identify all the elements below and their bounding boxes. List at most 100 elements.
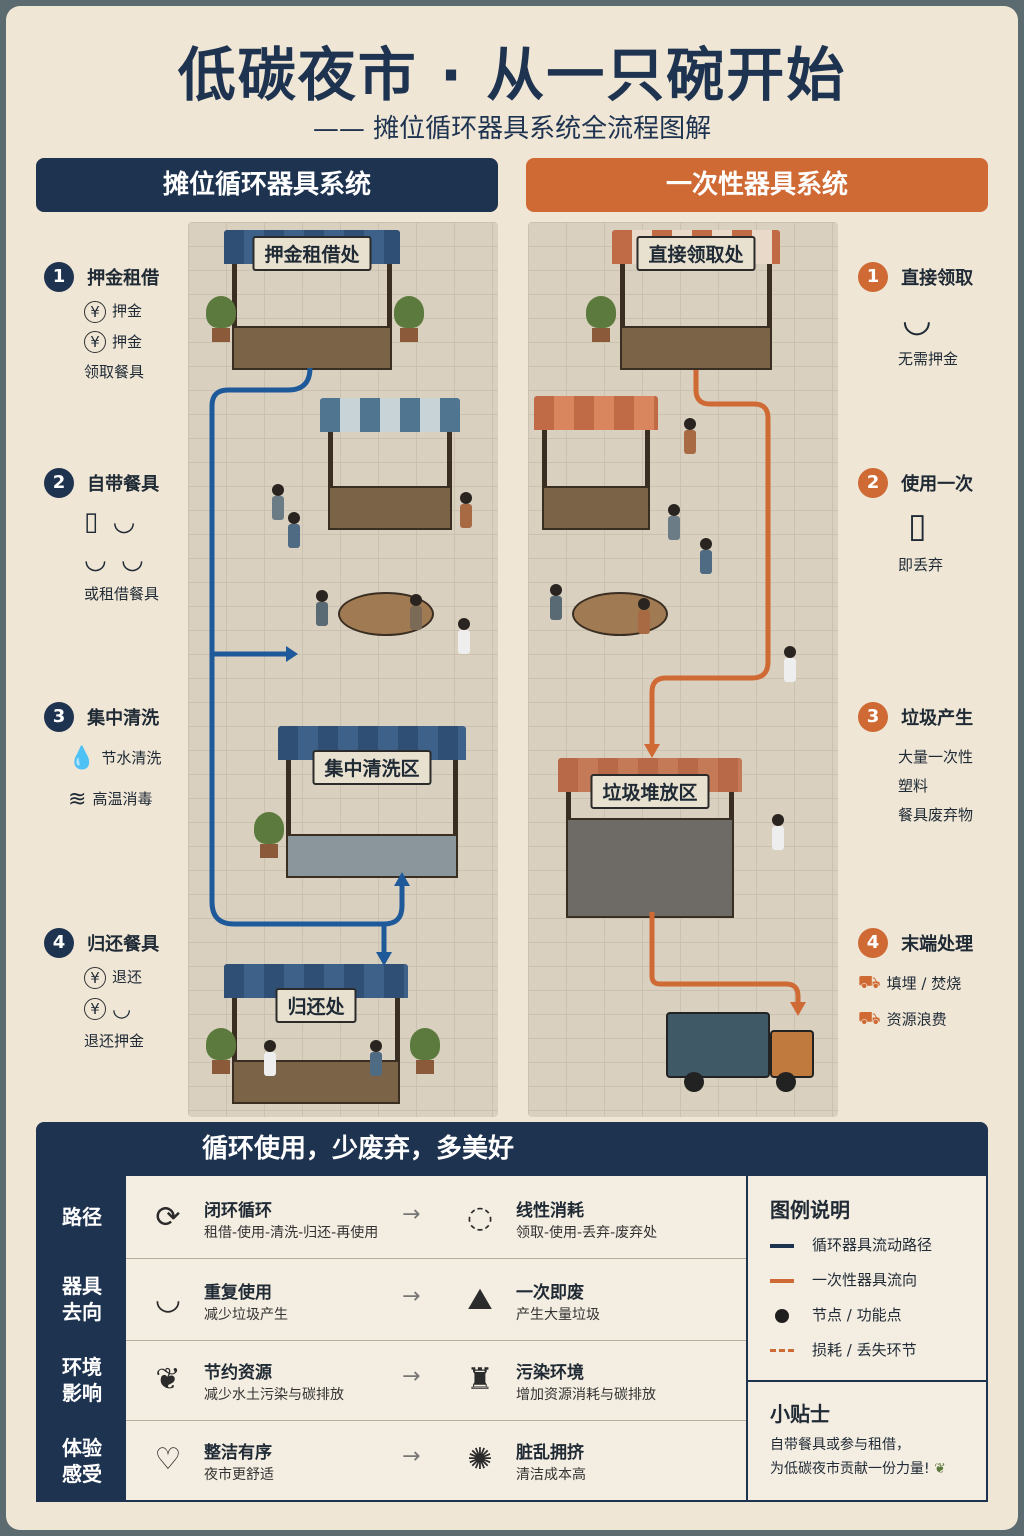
dashed-line-swatch [770,1349,794,1352]
person [316,590,328,626]
navy-line-swatch [770,1243,794,1248]
right-step-1: 1 直接领取 ◡ 无需押金 [858,262,973,369]
step-title: 直接领取 [901,268,974,289]
step-number: 1 [858,262,888,292]
step-line: 资源浪费 [886,1010,947,1029]
step-line: 节水清洗 [101,749,162,767]
node-dot-icon [775,1308,789,1323]
right-panel-header: 一次性器具系统 [526,158,988,212]
left-step-2: 2 自带餐具 ▯ ◡ ◡ ◡ 或租借餐具 [44,468,159,604]
page-title: 低碳夜市 · 从一只碗开始 [177,41,847,109]
step-line: 填埋 / 焚烧 [886,974,962,993]
row-divider [126,1420,746,1421]
step-line: 塑料 [898,777,929,795]
truck-icon: ⛟ [858,1008,881,1029]
yen-coin-icon: ¥ [84,331,106,353]
row-label-experience: 体验感受 [38,1420,126,1502]
step-title: 垃圾产生 [901,708,974,729]
person [668,504,680,540]
step-line: 押金 [112,302,143,320]
recycle-loop-icon: ⟳ [155,1200,181,1235]
step-line: 领取餐具 [84,363,145,381]
legend-item-disposable: 一次性器具流向 [770,1269,917,1290]
left-step-3: 3 集中清洗 💧 节水清洗 ≋ 高温消毒 [44,702,161,812]
step-line: 押金 [112,332,143,351]
bowl-icon: ◡ [112,506,136,537]
step-number: 3 [44,702,74,732]
disposable-bowl-icon: ◡ [902,300,932,340]
right-step-4: 4 末端处理 ⛟填埋 / 焚烧 ⛟资源浪费 [858,928,973,1032]
plant-decoration [394,296,424,342]
tips-title: 小贴士 [770,1402,830,1426]
step-line: 高温消毒 [92,790,153,808]
right-step-2: 2 使用一次 ▯ 即丢弃 [858,468,973,575]
person [684,418,696,454]
step-line: 退还 [112,968,143,986]
row-divider [126,1258,746,1259]
person [264,1040,276,1076]
tips-text: 自带餐具或参与租借， 为低碳夜市贡献一份力量! ❦ [770,1437,946,1477]
legend-panel: 图例说明 循环器具流动路径 一次性器具流向 节点 / 功能点 损耗 / 丢失环节… [746,1176,988,1502]
plant-decoration [254,812,284,858]
bowl-icon: ◡ [120,545,144,575]
row-divider [126,1340,746,1341]
row-label-environment: 环境影响 [38,1340,126,1420]
arrow-right-icon: → [402,1284,421,1309]
dining-table [572,592,668,636]
person [370,1040,382,1076]
step-line: 或租借餐具 [84,585,160,603]
broken-loop-icon: ◌ [466,1200,494,1235]
step-title: 集中清洗 [87,708,160,729]
legend-item-reusable: 循环器具流动路径 [770,1234,932,1255]
steam-icon: ≋ [68,787,87,812]
arrow-right-icon: → [402,1202,421,1227]
comparison-table: 路径 器具去向 环境影响 体验感受 ⟳ 闭环循环 租借-使用-清洗-归还-再使用… [36,1176,988,1502]
yen-coin-icon: ¥ [84,966,106,989]
tips-divider [748,1380,988,1382]
comparison-header: 循环使用，少废弃，多美好 [36,1122,988,1176]
bowl-icon: ◡ [112,996,132,1022]
truck-icon: ⛟ [858,972,881,993]
row-label-path: 路径 [38,1176,126,1258]
step-number: 4 [44,928,74,958]
dining-stall [534,396,658,530]
wash-stall-sign: 集中清洗区 [312,750,432,785]
person [784,646,796,682]
reusable-scene: 押金租借处 集中清洗区 归还处 [188,222,498,1117]
step-number: 1 [44,262,74,292]
step-number: 2 [44,468,74,498]
person [288,512,300,548]
trash-stall-sign: 垃圾堆放区 [590,774,710,809]
orange-line-swatch [770,1278,794,1283]
disposable-cup-icon: ▯ [908,506,927,546]
left-panel-header: 摊位循环器具系统 [36,158,498,212]
tangle-icon: ✺ [467,1442,493,1477]
person [272,484,284,520]
deposit-stall-sign: 押金租借处 [252,236,372,271]
return-stall-sign: 归还处 [275,988,357,1023]
step-title: 自带餐具 [87,474,160,495]
wash-stall: 集中清洗区 [278,726,466,878]
leaf-icon: ❦ [934,1460,946,1477]
cup-icon: ▯ [84,506,99,537]
page-subtitle: —— 摊位循环器具系统全流程图解 [312,114,712,144]
dining-stall [320,398,460,530]
legend-title: 图例说明 [770,1198,850,1222]
step-line: 大量一次性 [898,748,974,766]
heart-icon: ♡ [154,1442,182,1477]
step-title: 押金租借 [87,268,160,289]
deposit-stall: 押金租借处 [224,230,400,370]
yen-coin-icon: ¥ [84,998,106,1020]
water-drop-icon: 💧 [68,746,96,771]
left-step-1: 1 押金租借 ¥押金 ¥押金 领取餐具 [44,262,159,382]
disposable-scene: 直接领取处 垃圾堆放区 [528,222,838,1117]
return-stall: 归还处 [224,964,408,1104]
legend-item-node: 节点 / 功能点 [770,1304,902,1325]
step-title: 末端处理 [901,934,974,955]
factory-icon: ♜ [466,1362,494,1397]
person [550,584,562,620]
arrow-right-icon: → [402,1444,421,1469]
pickup-stall: 直接领取处 [612,230,780,370]
pickup-stall-sign: 直接领取处 [636,236,756,271]
plant-decoration [206,1028,236,1074]
